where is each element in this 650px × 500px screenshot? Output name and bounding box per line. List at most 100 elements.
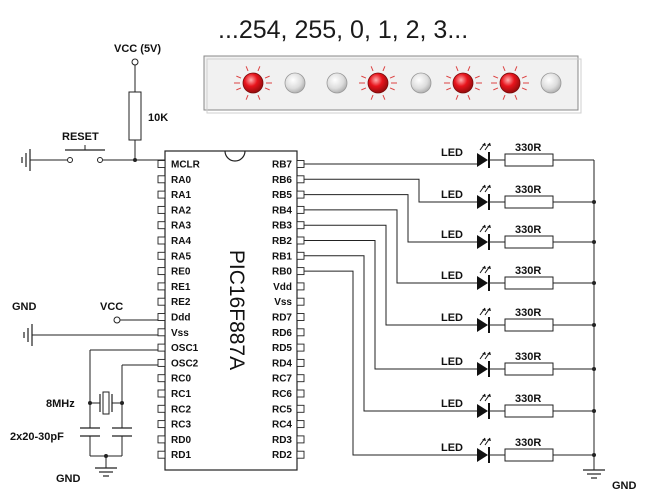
chip-pin-left: [157, 236, 166, 245]
chip-pin-label-right: RB0: [272, 267, 292, 278]
led-diode: [477, 351, 491, 377]
chip-pin-label-left: RD1: [171, 450, 191, 461]
led-resistor-label: 330R: [515, 224, 541, 236]
led-label: LED: [441, 229, 463, 241]
chip-pin-label-left: RD0: [171, 435, 191, 446]
led-diode: [477, 184, 491, 210]
chip-pin-label-right: RB5: [272, 190, 292, 201]
led-row: LED 330R: [304, 255, 596, 419]
led-label: LED: [441, 312, 463, 324]
chip-pin-left: [157, 328, 166, 337]
chip-pin-left: [157, 343, 166, 352]
led-row: LED 330R: [304, 209, 596, 291]
chip-pin-label-right: RC6: [272, 389, 292, 400]
chip-pin-label-left: RA0: [171, 175, 191, 186]
chip-pin-label-left: RE2: [171, 297, 191, 308]
sequence-text: ...254, 255, 0, 1, 2, 3...: [218, 16, 468, 44]
chip-pin-label-right: RB1: [272, 251, 292, 262]
chip-pin-left: [157, 435, 166, 444]
vcc-supply-top: [131, 58, 139, 92]
pullup-resistor-label: 10K: [148, 112, 168, 124]
led-diode: [477, 224, 491, 250]
led-row: LED 330R: [304, 224, 596, 333]
chip-pin-right: [296, 175, 305, 184]
chip-pin-left: [157, 450, 166, 459]
led-resistor: [504, 153, 554, 167]
chip-pin-right: [296, 160, 305, 168]
led-resistor-label: 330R: [515, 142, 541, 154]
chip-pin-label-left: MCLR: [171, 160, 201, 171]
chip-pin-left: [157, 251, 166, 260]
chip-pin-right: [296, 343, 305, 352]
display-led: [444, 66, 482, 100]
display-led: [234, 66, 272, 100]
chip-pin-left: [157, 358, 166, 367]
chip-pin-label-right: RC4: [272, 420, 292, 431]
led-diode: [477, 437, 491, 463]
led-resistor-label: 330R: [515, 265, 541, 277]
led-resistor: [504, 276, 554, 290]
led-diode: [477, 265, 491, 291]
chip-pin-label-left: RC2: [171, 404, 191, 415]
led-resistor-label: 330R: [515, 184, 541, 196]
ground-symbol-bottom: [95, 467, 117, 477]
chip-pin-left: [157, 205, 166, 214]
crystal-oscillator: [88, 349, 165, 428]
chip-pin-left: [157, 374, 166, 383]
ground-symbol-reset: [21, 149, 31, 171]
vcc-left-label: VCC: [100, 301, 123, 313]
chip-pin-label-left: RC0: [171, 374, 191, 385]
chip-pin-label-right: RD5: [272, 343, 292, 354]
chip-pin-right: [296, 435, 305, 444]
chip-pin-right: [296, 221, 305, 230]
chip-pin-label-right: RB4: [272, 205, 292, 216]
chip-pin-left: [157, 420, 166, 429]
chip-pin-right: [296, 205, 305, 214]
led-row: LED 330R: [304, 240, 596, 377]
led-resistor: [504, 235, 554, 249]
chip-pin-label-right: RC7: [272, 374, 292, 385]
display-led: [284, 72, 306, 94]
led-resistor: [504, 318, 554, 332]
chip-pin-label-left: OSC2: [171, 358, 199, 369]
display-led: [359, 66, 397, 100]
chip-pin-left: [157, 389, 166, 398]
chip-pin-label-right: RC5: [272, 404, 292, 415]
chip-pin-group: MCLRRA0RA1RA2RA3RA4RA5RE0RE1RE2DddVssOSC…: [157, 160, 305, 461]
display-led: [326, 72, 348, 94]
chip-pin-left: [157, 221, 166, 230]
led-label: LED: [441, 442, 463, 454]
gnd-left-label: GND: [12, 301, 37, 313]
chip-pin-left: [157, 190, 166, 199]
led-diode: [477, 142, 491, 168]
chip-pin-label-left: RA4: [171, 236, 191, 247]
chip-pin-left: [157, 297, 166, 306]
chip-pin-label-left: RA1: [171, 190, 191, 201]
load-capacitors: [80, 427, 132, 468]
led-resistor-label: 330R: [515, 437, 541, 449]
pic-microcontroller: MCLRRA0RA1RA2RA3RA4RA5RE0RE1RE2DddVssOSC…: [157, 150, 305, 471]
chip-pin-label-left: OSC1: [171, 343, 199, 354]
chip-pin-label-left: Vss: [171, 328, 189, 339]
led-resistor: [504, 404, 554, 418]
led-diode: [477, 393, 491, 419]
crystal-label: 8MHz: [46, 398, 75, 410]
led-label: LED: [441, 356, 463, 368]
chip-pin-left: [157, 282, 166, 291]
chip-pin-label-left: RC3: [171, 420, 191, 431]
led-row: LED 330R: [304, 270, 596, 463]
chip-pin-label-left: Ddd: [171, 313, 190, 324]
pullup-resistor: [128, 91, 142, 141]
led-resistor: [504, 195, 554, 209]
led-row: LED 330R: [304, 194, 596, 250]
led-display-panel: [203, 55, 582, 114]
chip-pin-label-left: RE0: [171, 267, 191, 278]
chip-pin-right: [296, 251, 305, 260]
ground-rail-right: [583, 160, 605, 479]
chip-name: PIC16F887A: [225, 250, 248, 370]
chip-pin-label-right: Vdd: [273, 282, 292, 293]
chip-pin-label-right: RD3: [272, 435, 292, 446]
reset-label: RESET: [62, 131, 99, 143]
